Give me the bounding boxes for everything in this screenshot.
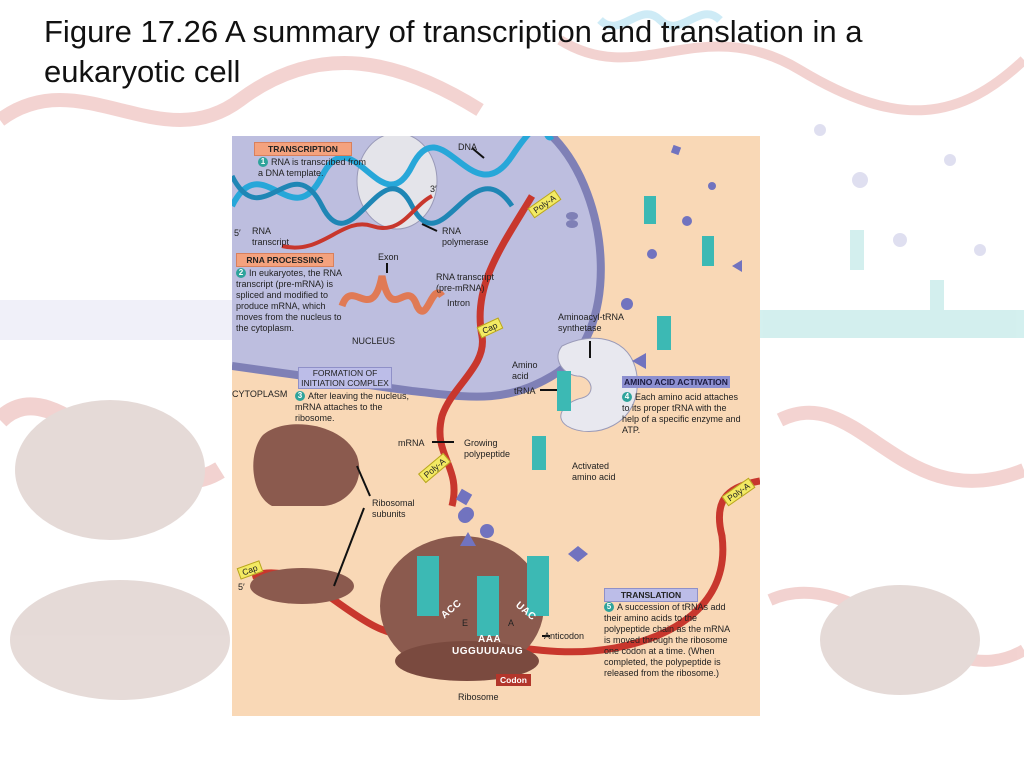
- rna-processing-title: RNA PROCESSING: [236, 253, 334, 267]
- rna-transcript-label: RNA transcript: [252, 226, 290, 247]
- transcription-text: RNA is transcribed from a DNA template.: [258, 157, 367, 178]
- anticodon-mid: AAA: [478, 634, 502, 645]
- synthetase-enzyme: [557, 337, 638, 433]
- five-prime-label-bottom: 5′: [238, 582, 245, 592]
- codon-label: Codon: [496, 674, 531, 686]
- figure-artwork: [232, 136, 760, 716]
- ribosomal-subunits-label: Ribosomal subunits: [372, 498, 415, 519]
- nuclear-pore: [566, 220, 578, 228]
- polypeptide-residue: [460, 532, 476, 546]
- growing-polypeptide-label: Growing polypeptide: [464, 438, 511, 459]
- dna-strand: [232, 136, 555, 208]
- amino-acid: [632, 353, 646, 369]
- rna-transcript-strand: [281, 194, 433, 250]
- trna-free: [702, 236, 714, 266]
- nucleus-label: NUCLEUS: [352, 336, 396, 346]
- trna-label: tRNA: [514, 386, 536, 396]
- e-site-label: E: [462, 618, 469, 628]
- initiation-complex-title: FORMATION OF INITIATION COMPLEX: [298, 367, 392, 389]
- rna-polymerase-label: RNA polymerase: [442, 226, 489, 247]
- amino-acid: [708, 182, 716, 190]
- polypeptide-residue: [568, 546, 588, 562]
- step-badge: 4: [622, 392, 632, 402]
- pre-mrna-label: RNA transcript (pre-mRNA): [436, 272, 495, 293]
- synthetase-label: Aminoacyl-tRNA synthetase: [558, 312, 624, 333]
- translation-text: A succession of tRNAs add their amino ac…: [604, 602, 730, 678]
- large-subunit: [253, 424, 360, 506]
- trna-p-site: [477, 576, 499, 636]
- amino-acid: [682, 216, 692, 226]
- exon-label: Exon: [378, 252, 399, 262]
- pre-mrna-strand: [338, 275, 445, 315]
- nuclear-pore: [566, 212, 578, 220]
- trna-free: [657, 316, 671, 350]
- leader-line: [421, 223, 438, 232]
- trna-free: [644, 196, 656, 224]
- amino-acid-activation-title: AMINO ACID ACTIVATION: [622, 376, 730, 388]
- amino-acid-label: Amino acid: [512, 360, 538, 381]
- leader-line: [471, 147, 485, 159]
- step-badge: 5: [604, 602, 614, 612]
- slide-title: Figure 17.26 A summary of transcription …: [44, 14, 863, 89]
- amino-acid: [621, 298, 633, 310]
- a-site-label: A: [508, 618, 515, 628]
- five-prime-label-top: 5′: [234, 228, 241, 238]
- polypeptide-residue: [458, 509, 472, 523]
- dna-strand: [232, 174, 515, 226]
- trna-a-site: [527, 556, 549, 616]
- ribosome-small-subunit: [395, 641, 539, 681]
- amino-acid: [732, 260, 742, 272]
- rna-processing-text: In eukaryotes, the RNA transcript (pre-m…: [236, 268, 342, 333]
- mrna-label: mRNA: [398, 438, 425, 448]
- amino-acid: [670, 144, 682, 156]
- transcription-title: TRANSCRIPTION: [254, 142, 352, 156]
- initiation-text: After leaving the nucleus, mRNA attaches…: [295, 391, 410, 423]
- polypeptide-residue: [455, 488, 473, 506]
- mrna-strand: [250, 477, 760, 656]
- trna-free: [557, 371, 571, 411]
- small-subunit: [250, 568, 354, 604]
- trna-activated: [532, 436, 546, 470]
- activated-amino-acid-label: Activated amino acid: [572, 461, 616, 482]
- anticodon-label: Anticodon: [544, 631, 585, 641]
- mrna-codon-sequence: UGGUUUAUG: [452, 646, 524, 657]
- translation-title: TRANSLATION: [604, 588, 698, 602]
- polypeptide-residue: [480, 524, 494, 538]
- amino-acid: [647, 249, 657, 259]
- amino-acid-activation-text: Each amino acid attaches to its proper t…: [622, 392, 741, 435]
- step-badge: 3: [295, 391, 305, 401]
- leader-line: [356, 465, 371, 497]
- trna-e-site: [417, 556, 439, 616]
- leader-line: [333, 507, 365, 587]
- dna-label: DNA: [458, 142, 478, 152]
- cytoplasm-label: CYTOPLASM: [232, 389, 288, 399]
- intron-label: Intron: [447, 298, 471, 308]
- step-badge: 1: [258, 157, 268, 167]
- step-badge: 2: [236, 268, 246, 278]
- ribosome-label: Ribosome: [458, 692, 499, 702]
- three-prime-label: 3′: [430, 184, 437, 194]
